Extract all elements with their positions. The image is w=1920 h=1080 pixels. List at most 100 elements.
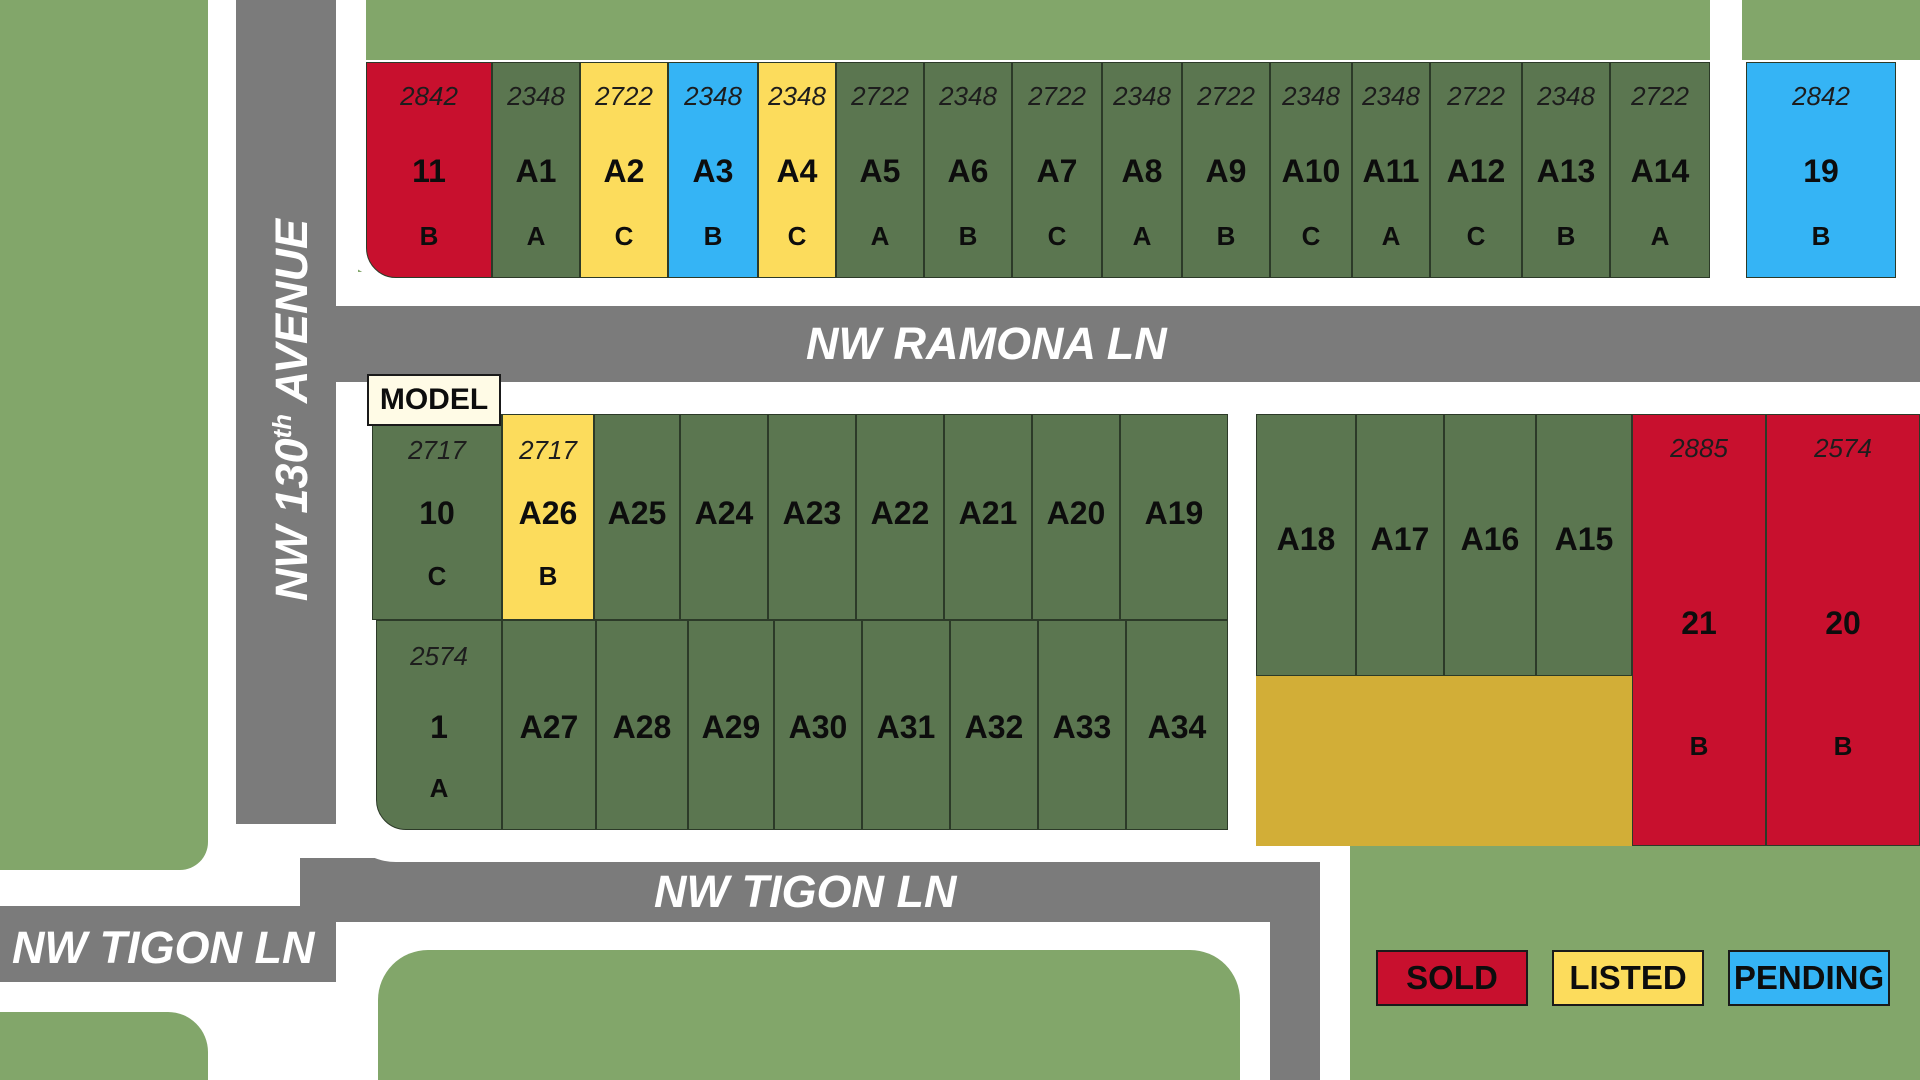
lot-number: A28 — [612, 709, 672, 745]
lot-a21[interactable]: A21 — [944, 414, 1032, 620]
lot-sqft: 2717 — [519, 435, 577, 465]
lot-a34[interactable]: A34 — [1126, 620, 1228, 830]
reserved-parcel — [1256, 676, 1632, 846]
lot-a20[interactable]: A20 — [1032, 414, 1120, 620]
tigon-road-east-connector — [1270, 858, 1320, 1080]
lot-a23[interactable]: A23 — [768, 414, 856, 620]
lot-a28[interactable]: A28 — [596, 620, 688, 830]
lot-plan: A — [870, 221, 890, 251]
lot-sqft: 2348 — [1362, 81, 1420, 111]
lot-sqft: 2348 — [1537, 81, 1595, 111]
lot-plan: C — [1466, 221, 1486, 251]
street-label-ramona: NW RAMONA LN — [806, 318, 1167, 369]
lot-plan: B — [1216, 221, 1236, 251]
lot-plan: C — [1301, 221, 1321, 251]
lot-sqft: 2722 — [1447, 81, 1505, 111]
lot-plan: C — [614, 221, 634, 251]
lot-number: A19 — [1144, 495, 1204, 531]
lot-number: A31 — [876, 709, 936, 745]
lot-sqft: 2722 — [1197, 81, 1255, 111]
lot-a17[interactable]: A17 — [1356, 414, 1444, 676]
lot-sqft: 2717 — [408, 435, 466, 465]
tigon-road-left — [0, 906, 336, 982]
street-label-tigon-left: NW TIGON LN — [12, 922, 315, 973]
lot-a29[interactable]: A29 — [688, 620, 774, 830]
lot-number: 1 — [430, 709, 448, 745]
lot-sqft: 2722 — [1028, 81, 1086, 111]
lot-plan: A — [1132, 221, 1152, 251]
lot-number: A23 — [782, 495, 842, 531]
lot-number: A10 — [1281, 153, 1341, 189]
lot-number: A5 — [859, 153, 901, 189]
lot-a19[interactable]: A19 — [1120, 414, 1228, 620]
lot-number: 11 — [412, 153, 446, 189]
lot-plan: B — [1811, 221, 1831, 251]
avenue-name: NW 130 — [266, 438, 317, 602]
street-label-tigon-main: NW TIGON LN — [654, 866, 957, 917]
lot-number: A29 — [701, 709, 761, 745]
lot-number: 10 — [419, 495, 455, 531]
lot-a31[interactable]: A31 — [862, 620, 950, 830]
north-block-grass — [366, 0, 1710, 60]
lot-number: 20 — [1825, 605, 1861, 641]
lot-a27[interactable]: A27 — [502, 620, 596, 830]
lot-plan: C — [1047, 221, 1067, 251]
lot-sqft: 2348 — [507, 81, 565, 111]
street-label-avenue: NW 130th AVENUE — [266, 219, 318, 601]
lot-plan: A — [1650, 221, 1670, 251]
lot-sqft: 2348 — [939, 81, 997, 111]
lot-sqft: 2722 — [851, 81, 909, 111]
lot-number: A21 — [958, 495, 1018, 531]
lot-a16[interactable]: A16 — [1444, 414, 1536, 676]
lot-number: A2 — [603, 153, 645, 189]
lot-a15[interactable]: A15 — [1536, 414, 1632, 676]
lot-a32[interactable]: A32 — [950, 620, 1038, 830]
lot-a30[interactable]: A30 — [774, 620, 862, 830]
lot-number: A27 — [519, 709, 579, 745]
lot-number: A32 — [964, 709, 1024, 745]
lot-number: A18 — [1276, 521, 1336, 557]
lot-a33[interactable]: A33 — [1038, 620, 1126, 830]
lot-a24[interactable]: A24 — [680, 414, 768, 620]
grass-south-block — [378, 950, 1240, 1080]
lot-number: A26 — [518, 495, 578, 531]
lot-sqft: 2842 — [1792, 81, 1850, 111]
lot-sqft: 2574 — [410, 641, 468, 671]
lot-number: A30 — [788, 709, 848, 745]
lot-number: A7 — [1036, 153, 1078, 189]
lot-plan: B — [538, 561, 558, 591]
lot-number: A25 — [607, 495, 667, 531]
lot-sqft: 2885 — [1670, 433, 1728, 463]
legend-pending: PENDING — [1728, 950, 1890, 1006]
lot-number: A13 — [1536, 153, 1596, 189]
lot-number: A1 — [515, 153, 557, 189]
lot-a25[interactable]: A25 — [594, 414, 680, 620]
lot-a22[interactable]: A22 — [856, 414, 944, 620]
lot-a18[interactable]: A18 — [1256, 414, 1356, 676]
lot-number: A24 — [694, 495, 754, 531]
lot-sqft: 2348 — [768, 81, 826, 111]
lot-plan: C — [427, 561, 447, 591]
lot-number: 21 — [1681, 605, 1717, 641]
